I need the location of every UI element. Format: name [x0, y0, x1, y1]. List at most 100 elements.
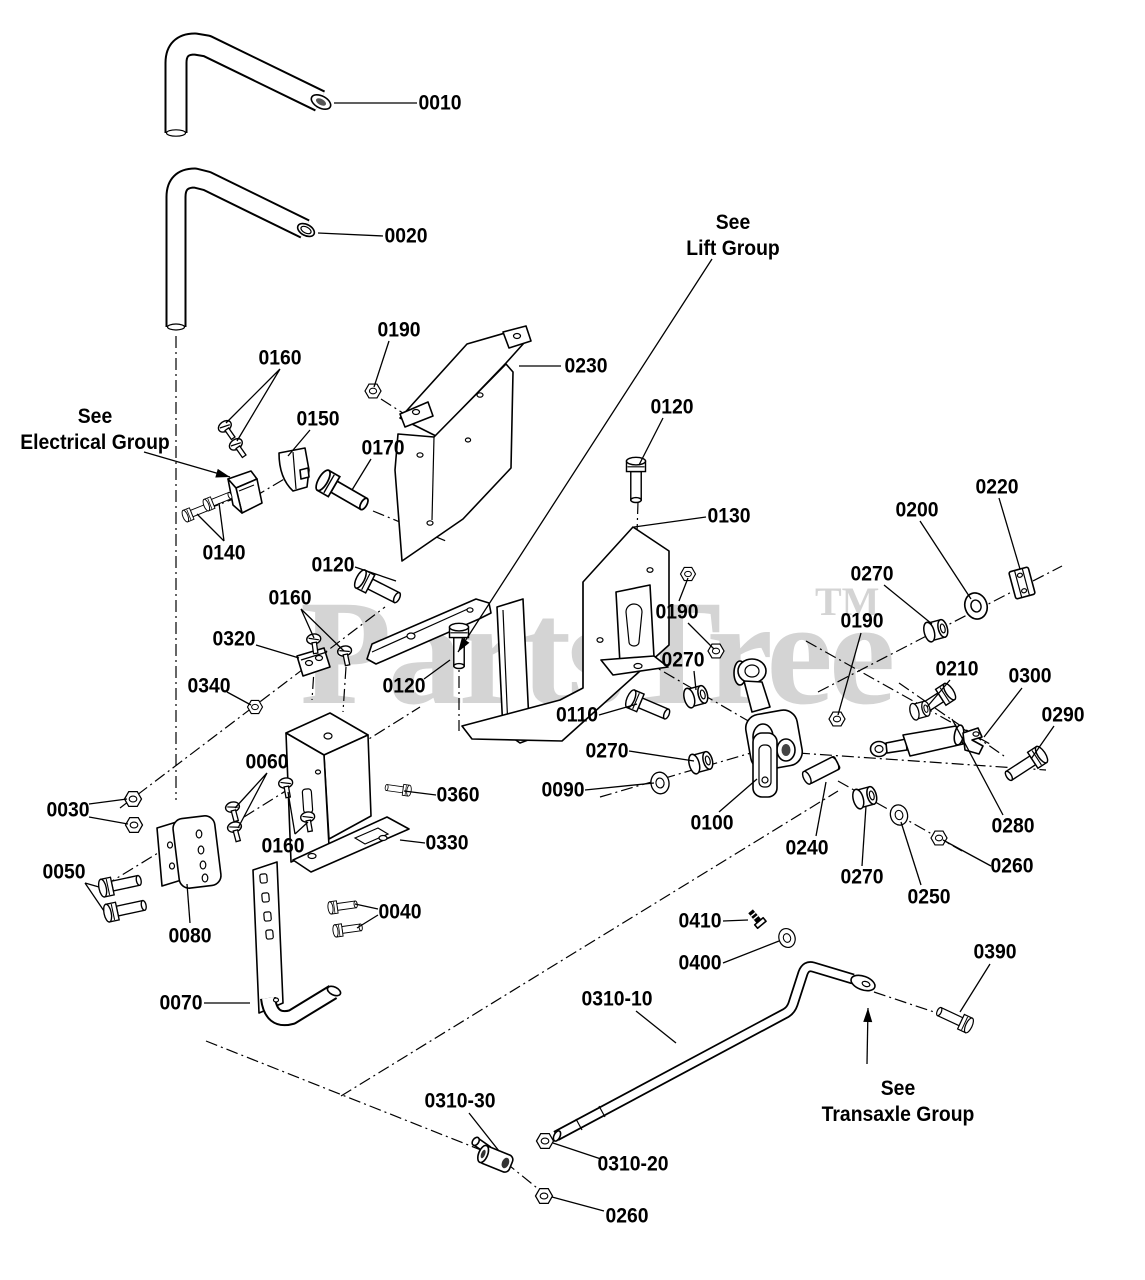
bolt-0390 — [933, 1002, 976, 1035]
part-callout-0390-43: 0390 — [973, 939, 1017, 964]
leader-lines — [84, 102, 1055, 1212]
plate-0130 — [461, 526, 670, 742]
part-callout-0220-8: 0220 — [975, 474, 1019, 499]
part-callout-0330-34: 0330 — [425, 830, 469, 855]
part-callout-0190-2: 0190 — [377, 317, 421, 342]
part-callout-0110-24: 0110 — [556, 702, 598, 727]
nut-0190-right — [828, 711, 846, 727]
bolt-0170 — [312, 467, 374, 517]
part-callout-0170-7: 0170 — [361, 435, 405, 460]
part-callout-0260-36: 0260 — [990, 853, 1034, 878]
part-callout-0120-12: 0120 — [311, 552, 355, 577]
wedge-bracket — [366, 598, 492, 665]
part-callout-0260-48: 0260 — [605, 1203, 649, 1228]
part-callout-0240-32: 0240 — [785, 835, 829, 860]
part-callout-0310-30-46: 0310-30 — [424, 1088, 496, 1113]
part-callout-0020-1: 0020 — [384, 223, 428, 248]
nut-0260-bottom — [534, 1187, 554, 1205]
rocker-0100 — [733, 658, 804, 798]
washer-0400 — [775, 925, 799, 951]
handle-tube-upper — [164, 32, 332, 137]
bushing-0270-c — [921, 616, 951, 644]
part-callout-0200-9: 0200 — [895, 497, 939, 522]
nut-0260-right — [930, 830, 948, 846]
part-callout-0280-31: 0280 — [991, 813, 1035, 838]
grease-fitting-0410 — [748, 909, 767, 930]
bolt-0120-c — [625, 456, 647, 504]
bracket-0330 — [285, 712, 410, 873]
part-callout-0230-3: 0230 — [564, 353, 608, 378]
nut-0190-top — [364, 383, 382, 399]
part-callout-0080-40: 0080 — [168, 923, 212, 948]
part-callout-0270-18: 0270 — [661, 647, 705, 672]
washer-0200 — [960, 589, 992, 623]
bushing-0270-d — [850, 783, 880, 811]
screw-0060-b — [225, 819, 246, 844]
part-callout-0400-42: 0400 — [678, 950, 722, 975]
part-callout-0030-29: 0030 — [46, 797, 90, 822]
part-callout-0120-5: 0120 — [650, 394, 694, 419]
handle-tube-lower — [165, 167, 316, 331]
shift-rod-0310-10 — [552, 961, 876, 1142]
nut-0310-20 — [535, 1132, 555, 1150]
screw-0360 — [384, 781, 413, 797]
screw-0040-a — [326, 897, 359, 915]
part-callout-0120-22: 0120 — [382, 673, 426, 698]
pin-0240 — [800, 755, 842, 787]
part-callout-0160-4: 0160 — [258, 345, 302, 370]
part-callout-0130-10: 0130 — [707, 503, 751, 528]
bracket-0150 — [278, 447, 310, 492]
part-callout-0160-33: 0160 — [261, 833, 305, 858]
part-callout-0310-20-47: 0310-20 — [597, 1151, 669, 1176]
clip-0220 — [1008, 566, 1036, 600]
part-callout-0150-6: 0150 — [296, 406, 340, 431]
part-callout-0310-10-45: 0310-10 — [581, 986, 653, 1011]
part-callout-0060-26: 0060 — [245, 749, 289, 774]
bushing-0270-b — [686, 748, 716, 776]
part-callout-0040-39: 0040 — [378, 899, 422, 924]
electrical-arrow — [215, 468, 230, 478]
parts — [156, 32, 1036, 1173]
nut-0340 — [246, 699, 264, 715]
screw-0040-b — [331, 920, 364, 938]
washer-0250 — [887, 802, 911, 828]
ball-joint-0310-30 — [471, 1136, 514, 1173]
part-callout-0050-35: 0050 — [42, 859, 86, 884]
part-callout-0270-13: 0270 — [850, 561, 894, 586]
part-callout-0140-11: 0140 — [202, 540, 246, 565]
screw-0160-top-b — [226, 435, 251, 461]
nut-0030-b — [124, 816, 144, 834]
screw-0060-a — [223, 799, 244, 824]
part-callout-0300-20: 0300 — [1008, 663, 1052, 688]
bolt-0050-a — [96, 870, 144, 899]
bolt-0290 — [1000, 743, 1051, 786]
part-callout-0210-19: 0210 — [935, 656, 979, 681]
part-callout-0410-41: 0410 — [678, 908, 722, 933]
part-callout-0290-23: 0290 — [1041, 702, 1085, 727]
part-callout-0270-37: 0270 — [840, 864, 884, 889]
part-callout-0360-28: 0360 — [436, 782, 480, 807]
part-callout-0190-15: 0190 — [655, 599, 699, 624]
damper — [869, 724, 984, 758]
part-callout-0070-44: 0070 — [159, 990, 203, 1015]
part-callout-0320-17: 0320 — [212, 626, 256, 651]
part-callout-0160-14: 0160 — [268, 585, 312, 610]
part-callout-0190-16: 0190 — [840, 608, 884, 633]
part-callout-0340-21: 0340 — [187, 673, 231, 698]
part-callout-0090-27: 0090 — [541, 777, 585, 802]
part-callout-0100-30: 0100 — [690, 810, 734, 835]
electrical-clip-target — [227, 470, 263, 514]
part-callout-0010-0: 0010 — [418, 90, 462, 115]
transaxle-arrow — [863, 1008, 873, 1023]
part-callout-0250-38: 0250 — [907, 884, 951, 909]
nut-0030-a — [123, 790, 143, 808]
strap-0070 — [252, 861, 342, 1027]
clevis-0300 — [962, 727, 984, 755]
bolt-0050-b — [101, 895, 149, 924]
lift-arrow — [458, 637, 470, 652]
part-callout-0270-25: 0270 — [585, 738, 629, 763]
